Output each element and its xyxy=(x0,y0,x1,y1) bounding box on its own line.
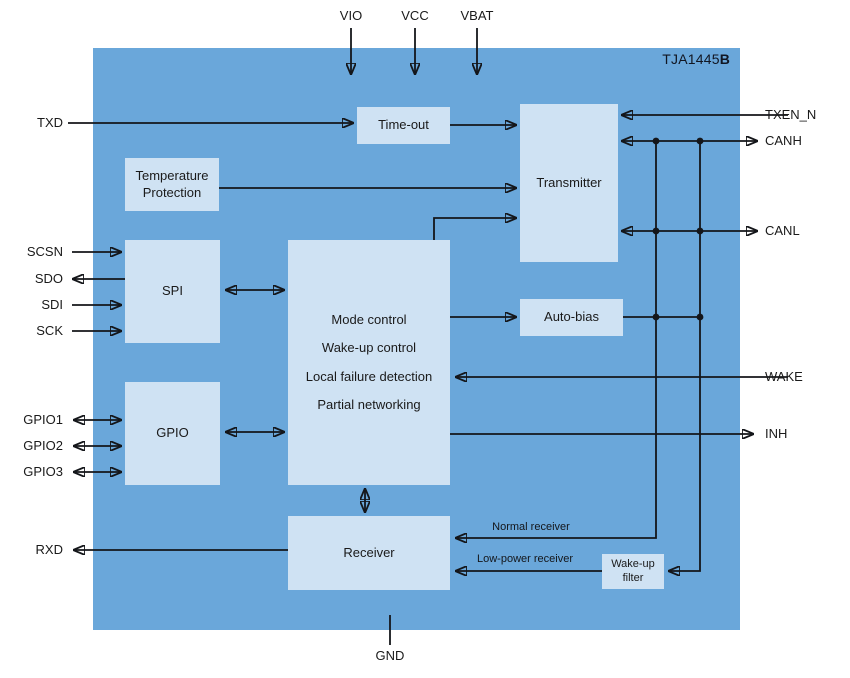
block-mode-control-line3: Local failure detection xyxy=(305,368,433,384)
pin-gpio1: GPIO1 xyxy=(23,412,63,427)
pin-vio: VIO xyxy=(339,8,363,23)
chip-title: TJA1445B xyxy=(630,51,730,67)
block-transmitter: Transmitter xyxy=(520,104,618,262)
block-temperature-protection-line2: Protection xyxy=(142,184,202,200)
block-wakeup-filter-line2: filter xyxy=(622,571,644,584)
label-low-power-receiver: Low-power receiver xyxy=(477,553,573,565)
pin-sdi: SDI xyxy=(41,297,63,312)
block-auto-bias: Auto-bias xyxy=(520,299,623,336)
block-gpio: GPIO xyxy=(125,382,220,485)
pin-inh: INH xyxy=(765,426,788,441)
block-mode-control-line1: Mode control xyxy=(331,312,407,327)
pin-wake: WAKE xyxy=(765,369,803,384)
block-wakeup-filter-line1: Wake-up xyxy=(611,558,655,571)
block-wakeup-filter: Wake-up filter xyxy=(602,554,664,589)
block-mode-control: Mode control Wake-up control Local failu… xyxy=(288,240,450,485)
pin-rxd: RXD xyxy=(35,542,63,557)
pin-scsn: SCSN xyxy=(26,244,63,259)
label-normal-receiver: Normal receiver xyxy=(492,521,570,533)
block-receiver: Receiver xyxy=(288,516,450,590)
pin-txd: TXD xyxy=(37,115,63,130)
pin-sdo: SDO xyxy=(34,271,63,286)
block-mode-control-line2: Wake-up control xyxy=(321,340,417,356)
pin-txen-n: TXEN_N xyxy=(765,107,817,122)
chip-title-prefix: TJA1445 xyxy=(662,51,720,67)
pin-gpio2: GPIO2 xyxy=(23,438,63,453)
block-mode-control-line4: Partial networking xyxy=(317,396,421,412)
pin-vbat: VBAT xyxy=(460,8,494,23)
pin-vcc: VCC xyxy=(401,8,429,23)
block-temperature-protection-line1: Temperature xyxy=(135,168,209,184)
pin-canh: CANH xyxy=(765,133,802,148)
pin-sck: SCK xyxy=(36,323,63,338)
pin-canl: CANL xyxy=(765,223,800,238)
block-timeout: Time-out xyxy=(357,107,450,144)
pin-gpio3: GPIO3 xyxy=(23,464,63,479)
block-spi: SPI xyxy=(125,240,220,343)
block-temperature-protection: Temperature Protection xyxy=(125,158,219,211)
pin-gnd: GND xyxy=(375,648,405,663)
chip-title-suffix: B xyxy=(719,51,730,67)
